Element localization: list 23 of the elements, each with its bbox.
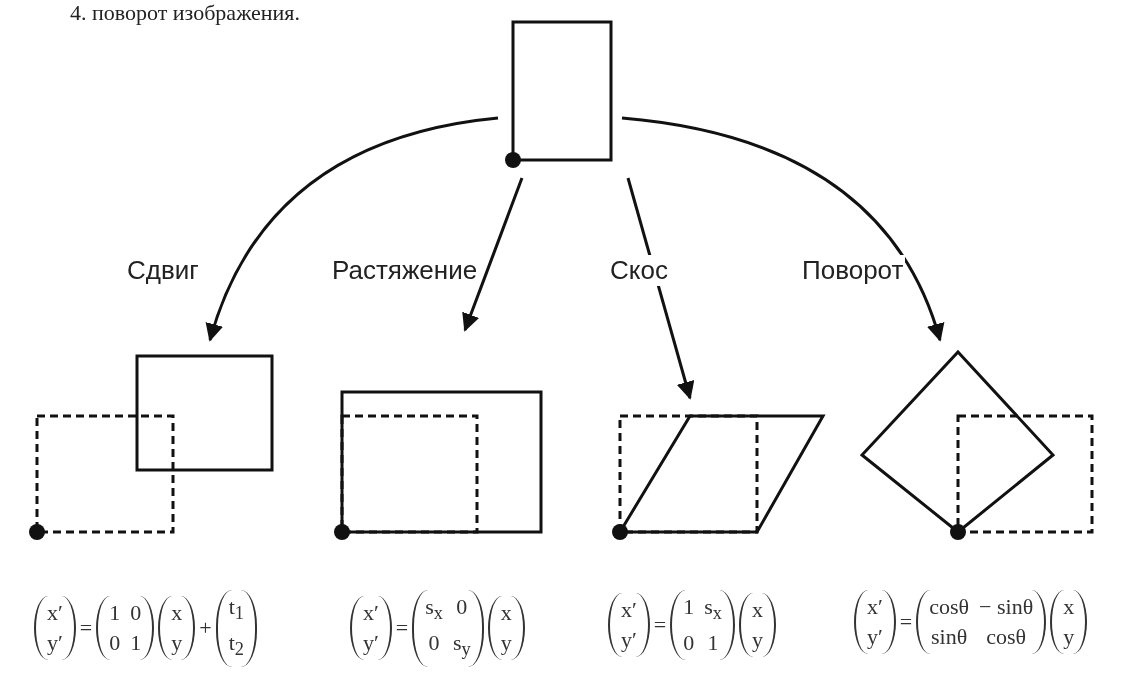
matrix: x y (487, 596, 525, 661)
matrix: x′ y′ (350, 596, 392, 661)
matrix: 1 0 0 1 (96, 596, 155, 661)
arrow (206, 116, 499, 342)
operator: = (394, 615, 410, 642)
edge-label: Скос (608, 255, 670, 286)
arrow (621, 116, 944, 342)
matrix: x y (738, 593, 776, 658)
operator: = (652, 612, 668, 639)
matrix: x′ y′ (608, 593, 650, 658)
text-line: 4. поворот изображения. (70, 0, 300, 26)
matrix: x y (1050, 590, 1088, 654)
arrow (462, 177, 524, 332)
matrix: s$_{x}$ 0 0 s$_{y}$ (412, 590, 484, 667)
matrix: 1 s$_{x}$ 0 1 (670, 590, 735, 661)
operator: = (898, 609, 914, 635)
operator: = (78, 615, 94, 642)
matrix: x′ y′ (854, 590, 896, 654)
matrix: x′ y′ (34, 596, 76, 661)
matrix: t$_{1}$ t$_{2}$ (215, 590, 257, 667)
matrix: x y (158, 596, 196, 661)
matrix: cosθ − sinθ sinθ cosθ (916, 590, 1047, 654)
operator: + (198, 615, 213, 642)
